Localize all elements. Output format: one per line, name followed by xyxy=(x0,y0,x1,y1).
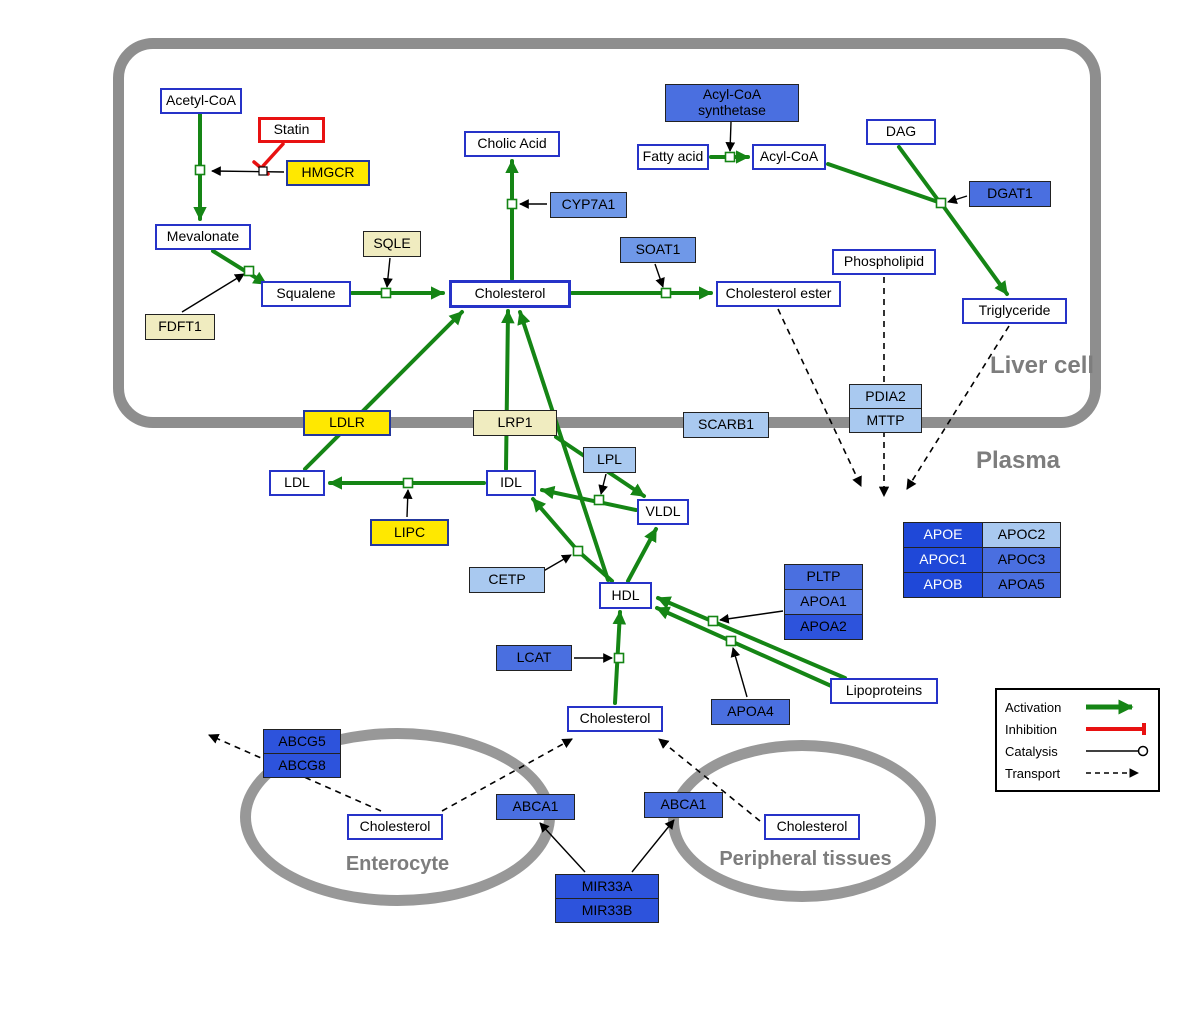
legend-row-transport: Transport xyxy=(1005,762,1150,784)
node-sqle[interactable]: SQLE xyxy=(363,231,421,257)
node-lpl[interactable]: LPL xyxy=(583,447,636,473)
node-acyl-coa[interactable]: Acyl-CoA xyxy=(752,144,826,170)
node-cholesterol-ester[interactable]: Cholesterol ester xyxy=(716,281,841,307)
enterocyte-label: Enterocyte xyxy=(345,853,450,875)
peripheral-tissues-label: Peripheral tissues xyxy=(719,848,892,870)
plasma-label: Plasma xyxy=(975,447,1061,474)
node-fdft1[interactable]: FDFT1 xyxy=(145,314,215,340)
legend-row-activation: Activation xyxy=(1005,696,1150,718)
node-apoe[interactable]: APOE xyxy=(903,522,983,548)
activation-arrow-icon xyxy=(1086,699,1134,715)
node-hmgcr[interactable]: HMGCR xyxy=(286,160,370,186)
legend-activation-label: Activation xyxy=(1005,699,1062,715)
node-apoc3[interactable]: APOC3 xyxy=(982,547,1061,573)
node-apoc2[interactable]: APOC2 xyxy=(982,522,1061,548)
node-lipoproteins[interactable]: Lipoproteins xyxy=(830,678,938,704)
node-abca1-peripheral[interactable]: ABCA1 xyxy=(644,792,723,818)
node-hdl[interactable]: HDL xyxy=(599,582,652,609)
node-apoa5[interactable]: APOA5 xyxy=(982,572,1061,598)
node-abca1-enterocyte[interactable]: ABCA1 xyxy=(496,794,575,820)
node-phospholipid[interactable]: Phospholipid xyxy=(832,249,936,275)
node-ldl[interactable]: LDL xyxy=(269,470,325,496)
node-cholesterol-liver[interactable]: Cholesterol xyxy=(449,280,571,308)
node-cholesterol-peripheral[interactable]: Cholesterol xyxy=(764,814,860,840)
legend-row-inhibition: Inhibition xyxy=(1005,718,1150,740)
node-soat1[interactable]: SOAT1 xyxy=(620,237,696,263)
node-cyp7a1[interactable]: CYP7A1 xyxy=(550,192,627,218)
node-lipc[interactable]: LIPC xyxy=(370,519,449,546)
node-lcat[interactable]: LCAT xyxy=(496,645,572,671)
node-lrp1[interactable]: LRP1 xyxy=(473,410,557,436)
node-triglyceride[interactable]: Triglyceride xyxy=(962,298,1067,324)
node-apoa2[interactable]: APOA2 xyxy=(784,614,863,640)
node-acyl-coa-synthetase[interactable]: Acyl-CoA synthetase xyxy=(665,84,799,122)
transport-dashed-arrow-icon xyxy=(1086,768,1139,778)
inhibition-tee-icon xyxy=(1086,723,1146,735)
node-abcg8[interactable]: ABCG8 xyxy=(263,753,341,778)
node-pdia2[interactable]: PDIA2 xyxy=(849,384,922,409)
node-scarb1[interactable]: SCARB1 xyxy=(683,412,769,438)
node-squalene[interactable]: Squalene xyxy=(261,281,351,307)
liver-cell-label: Liver cell xyxy=(989,352,1095,379)
node-apoa4[interactable]: APOA4 xyxy=(711,699,790,725)
node-pltp[interactable]: PLTP xyxy=(784,564,863,590)
node-cholesterol-enterocyte[interactable]: Cholesterol xyxy=(347,814,443,840)
node-apoa1[interactable]: APOA1 xyxy=(784,589,863,615)
node-idl[interactable]: IDL xyxy=(486,470,536,496)
node-dgat1[interactable]: DGAT1 xyxy=(969,181,1051,207)
node-fatty-acid[interactable]: Fatty acid xyxy=(637,144,709,170)
node-mir33a[interactable]: MIR33A xyxy=(555,874,659,899)
legend-catalysis-label: Catalysis xyxy=(1005,743,1058,759)
node-cholic-acid[interactable]: Cholic Acid xyxy=(464,131,560,157)
node-apob[interactable]: APOB xyxy=(903,572,983,598)
node-abcg5[interactable]: ABCG5 xyxy=(263,729,341,754)
node-mevalonate[interactable]: Mevalonate xyxy=(155,224,251,250)
legend-row-catalysis: Catalysis xyxy=(1005,740,1150,762)
legend: Activation Inhibition Catalysis Transpor… xyxy=(995,688,1160,792)
node-mttp[interactable]: MTTP xyxy=(849,408,922,433)
node-cetp[interactable]: CETP xyxy=(469,567,545,593)
node-mir33b[interactable]: MIR33B xyxy=(555,898,659,923)
node-dag[interactable]: DAG xyxy=(866,119,936,145)
legend-transport-label: Transport xyxy=(1005,765,1061,781)
node-vldl[interactable]: VLDL xyxy=(637,499,689,525)
legend-inhibition-label: Inhibition xyxy=(1005,721,1058,737)
node-acetyl-coa[interactable]: Acetyl-CoA xyxy=(160,88,242,114)
node-apoc1[interactable]: APOC1 xyxy=(903,547,983,573)
node-cholesterol-plasma[interactable]: Cholesterol xyxy=(567,706,663,732)
node-ldlr[interactable]: LDLR xyxy=(303,410,391,436)
catalysis-circle-icon xyxy=(1086,745,1149,757)
node-statin[interactable]: Statin xyxy=(258,117,325,143)
